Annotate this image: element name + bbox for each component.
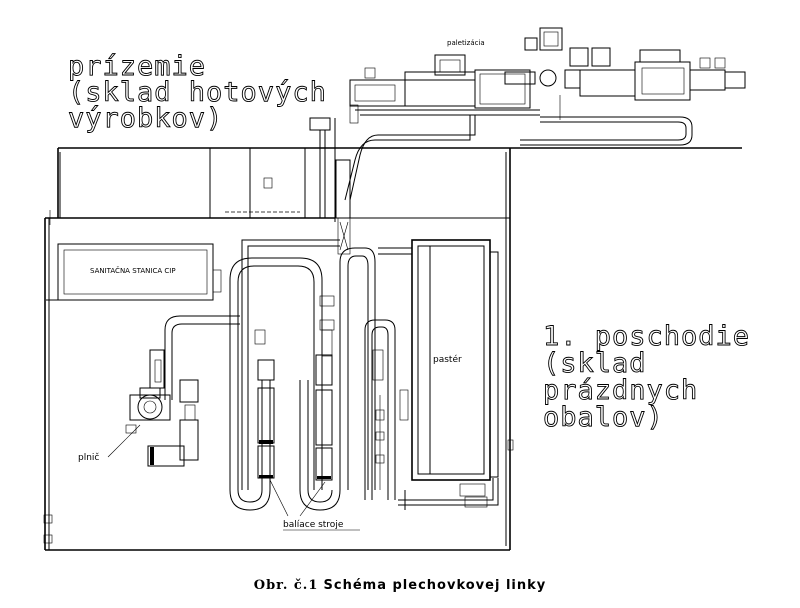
filler-area: plnič <box>78 315 240 467</box>
first-floor-label-line-1: 1. poschodie <box>543 321 750 352</box>
packing-machines-label: balíace stroje <box>283 520 344 530</box>
filler-label: plnič <box>78 452 99 463</box>
room-detail <box>263 177 273 189</box>
central-conveyor <box>309 117 351 255</box>
pasteurizer-label: pastér <box>433 354 462 365</box>
packing-machines-callout: balíace stroje <box>269 479 360 531</box>
ground-floor-label-line-2: (sklad hotových <box>68 77 327 108</box>
line-layout-diagram: prízemie (sklad hotových výrobkov) 1. po… <box>43 27 750 551</box>
first-floor-label-line-4: obalov) <box>543 402 664 433</box>
palletizing-label: paletizácia <box>447 39 485 47</box>
ground-floor-label-line-3: výrobkov) <box>68 103 223 134</box>
palletizing-area: paletizácia <box>344 27 746 201</box>
cip-station: SANITAČNA STANICA CIP <box>57 243 222 301</box>
first-floor-label-line-2: (sklad <box>543 348 647 379</box>
first-floor-label-line-3: prázdnych <box>543 375 698 406</box>
figure-caption: Obr. č.1 Schéma plechovkovej linky <box>0 578 800 593</box>
pasteurizer: pastér <box>398 239 499 510</box>
cip-station-label: SANITAČNA STANICA CIP <box>90 266 176 275</box>
building-outline <box>43 118 742 551</box>
ground-floor-label-line-1: prízemie <box>68 51 206 82</box>
conveyor-loops <box>229 239 412 511</box>
figure-caption-title: Schéma plechovkovej linky <box>323 578 547 593</box>
figure-caption-prefix: Obr. č.1 <box>253 578 319 593</box>
